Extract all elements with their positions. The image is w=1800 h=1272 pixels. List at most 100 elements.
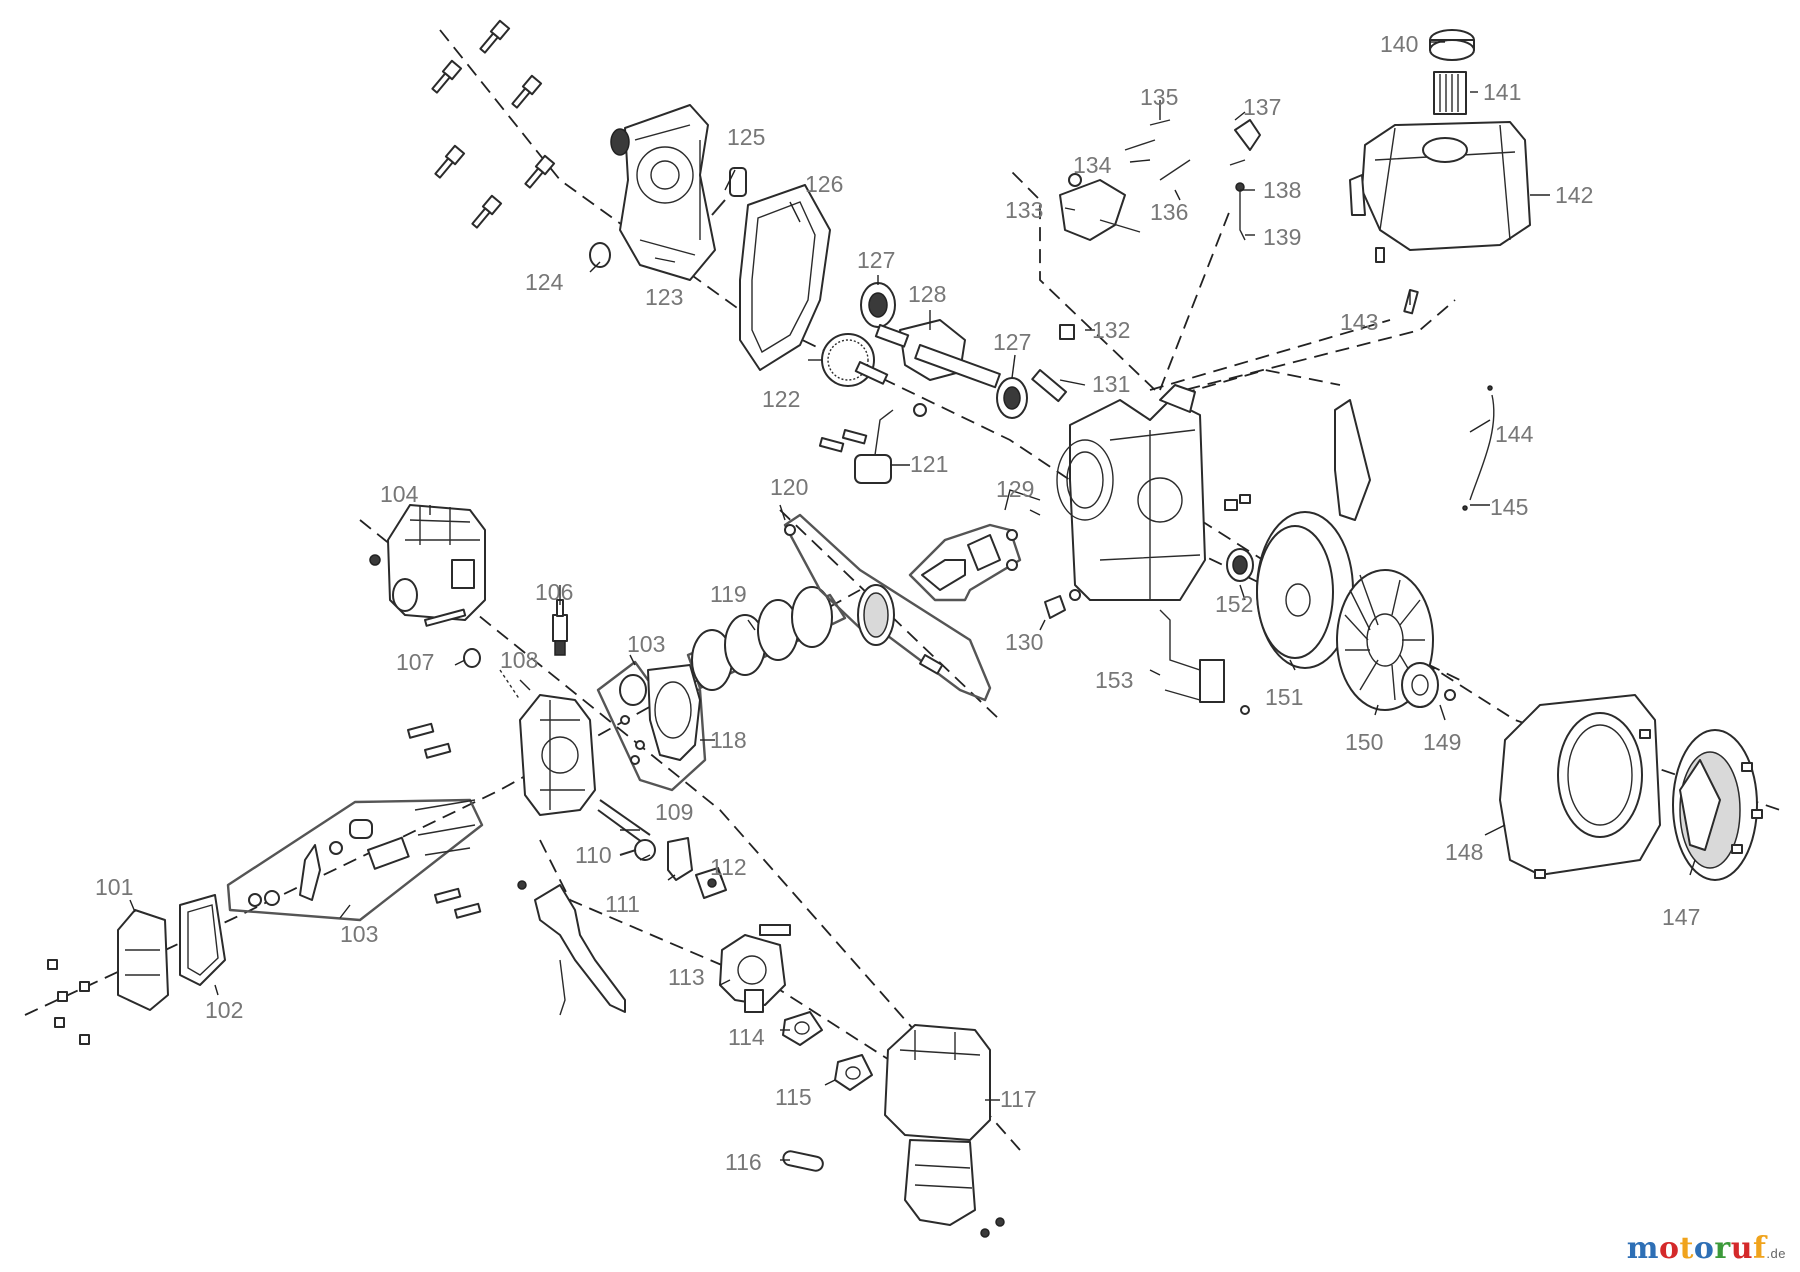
callout-109: 109: [655, 799, 693, 825]
part-control-bracket: [517, 880, 626, 1016]
callout-118: 118: [710, 727, 747, 753]
callout-141: 141: [1483, 79, 1521, 105]
callout-153: 153: [1095, 667, 1133, 693]
part-main-bearing-2: [996, 377, 1028, 419]
part-insulator-parts: [619, 837, 727, 899]
callout-150: 150: [1345, 729, 1383, 755]
callout-107: 107: [396, 649, 434, 675]
callout-103: 103: [340, 921, 378, 947]
brand-letter: o: [1659, 1231, 1680, 1266]
callout-138: 138: [1263, 177, 1301, 203]
callout-143: 143: [1340, 309, 1378, 335]
callout-144: 144: [1495, 421, 1534, 447]
callout-140: 140: [1380, 31, 1418, 57]
callout-139: 139: [1263, 224, 1301, 250]
callout-119: 119: [710, 581, 747, 607]
leader-lines: [129, 41, 1696, 1161]
callout-labels: 101 102 103 103 104 106 107 108 109 110 …: [95, 31, 1700, 1175]
part-head-gasket-group: [596, 660, 707, 792]
part-cylinder-head: [499, 669, 596, 816]
callout-122: 122: [762, 386, 800, 412]
callout-148: 148: [1445, 839, 1483, 865]
callout-117: 117: [1000, 1086, 1037, 1112]
part-fuel-tank-bracket: [1375, 247, 1419, 315]
callout-137: 137: [1243, 94, 1281, 120]
part-fuel-filter: [1433, 71, 1467, 115]
callout-116: 116: [725, 1149, 762, 1175]
part-throttle-springs: [1124, 119, 1191, 181]
callout-106: 106: [535, 579, 573, 605]
part-main-bearing-1: [860, 282, 896, 328]
part-flywheel: [1256, 511, 1354, 669]
brand-wordmark: motoruf: [1627, 1231, 1767, 1266]
callout-113: 113: [668, 964, 705, 990]
callout-127: 127: [857, 247, 895, 273]
part-spark-plug: [552, 599, 568, 656]
part-throttle-control: [1059, 173, 1141, 241]
brand-tld: .de: [1766, 1246, 1786, 1261]
brand-letter: m: [1626, 1231, 1659, 1266]
part-blower-housing: [1499, 694, 1661, 876]
part-recoil-starter: [1534, 729, 1763, 881]
part-valve-train-group: [226, 798, 484, 922]
brand-letter: o: [1693, 1231, 1715, 1266]
callout-135: 135: [1140, 84, 1178, 110]
brand-watermark: motoruf.de: [1627, 1231, 1786, 1266]
part-cylinder-head-cover: [369, 504, 486, 621]
brand-letter: u: [1730, 1231, 1754, 1266]
part-choke-lever: [1229, 119, 1261, 241]
part-starter-pulley: [1401, 662, 1456, 708]
part-push-rods: [597, 799, 651, 846]
callout-149: 149: [1423, 729, 1461, 755]
part-piston-connecting-rod: [783, 513, 992, 702]
callout-129: 129: [996, 476, 1034, 502]
part-oil-drain-plug: [1044, 494, 1251, 619]
part-air-filter-gasket: [834, 1054, 873, 1091]
part-crankshaft: [874, 319, 1001, 389]
callout-104: 104: [380, 481, 419, 507]
callout-120: 120: [770, 474, 808, 500]
part-connecting-rod: [908, 523, 1022, 602]
callout-128: 128: [908, 281, 946, 307]
part-head-pins: [424, 608, 481, 668]
callout-114: 114: [728, 1024, 765, 1050]
part-air-cleaner: [884, 1024, 1005, 1238]
callout-133: 133: [1005, 197, 1043, 223]
part-head-bolts: [407, 722, 482, 919]
callout-115: 115: [775, 1084, 812, 1110]
callout-130: 130: [1005, 629, 1043, 655]
part-fuel-line: [1462, 385, 1495, 511]
callout-123: 123: [645, 284, 683, 310]
part-side-cover: [117, 909, 169, 1011]
crankcase-cover-bolts: [431, 19, 556, 229]
part-charging-coil: [1159, 609, 1250, 715]
part-carburetor: [719, 924, 791, 1013]
callout-142: 142: [1555, 182, 1593, 208]
callout-151: 151: [1265, 684, 1303, 710]
brand-letter: r: [1714, 1231, 1731, 1266]
brand-letter: f: [1753, 1231, 1767, 1266]
callout-134: 134: [1073, 152, 1112, 178]
part-fuel-tank: [1349, 121, 1531, 251]
part-breather-tube: [782, 1150, 824, 1172]
callout-112: 112: [710, 854, 747, 880]
callout-111: 111: [605, 891, 640, 917]
callout-125: 125: [727, 124, 765, 150]
callout-103: 103: [627, 631, 665, 657]
callout-126: 126: [805, 171, 843, 197]
part-oil-dipstick: [711, 167, 747, 216]
part-ignition-coil: [818, 403, 927, 484]
part-crankcase-cover: [589, 104, 716, 281]
brand-letter: t: [1679, 1231, 1694, 1266]
part-side-cover-gasket: [179, 894, 226, 986]
callout-136: 136: [1150, 199, 1188, 225]
part-governor-assembly: [1031, 324, 1075, 403]
part-flywheel-cover-bracket: [1334, 399, 1371, 521]
callout-147: 147: [1662, 904, 1700, 930]
callout-131: 131: [1092, 371, 1130, 397]
part-carburetor-gasket: [782, 1011, 823, 1046]
callout-132: 132: [1092, 317, 1130, 343]
part-side-cover-bolts: [47, 959, 90, 1045]
callout-121: 121: [910, 451, 948, 477]
